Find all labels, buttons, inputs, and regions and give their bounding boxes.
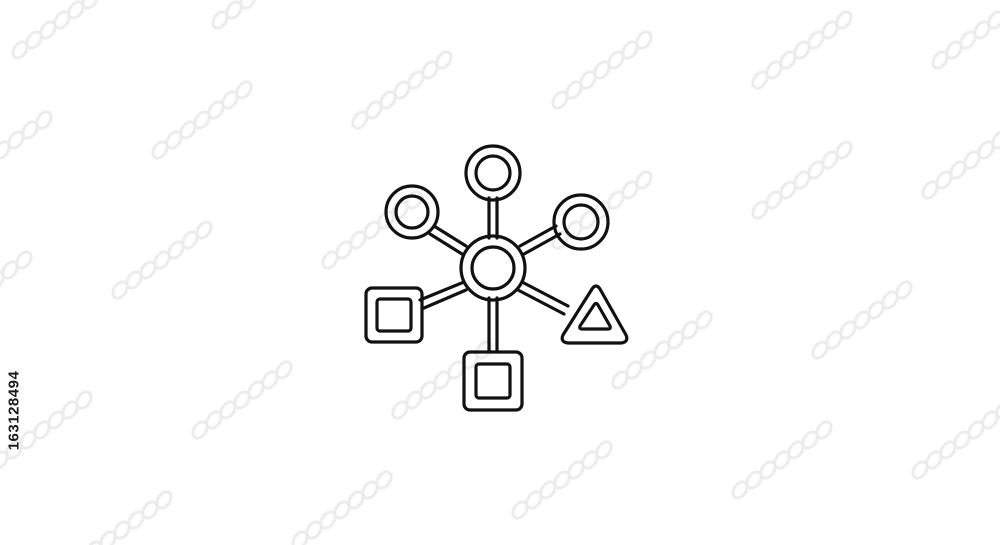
connector-lines (418, 196, 570, 352)
stock-id-label: 163128494 (2, 300, 26, 520)
stock-id-text: 163128494 (5, 370, 23, 450)
upper-left-circle-node (384, 184, 440, 240)
center-node (459, 234, 527, 302)
top-circle-node (464, 144, 522, 202)
right-triangle-node (560, 284, 629, 345)
left-square-node (364, 286, 424, 344)
upper-right-circle-node (552, 193, 610, 251)
bottom-square-node (462, 350, 524, 412)
